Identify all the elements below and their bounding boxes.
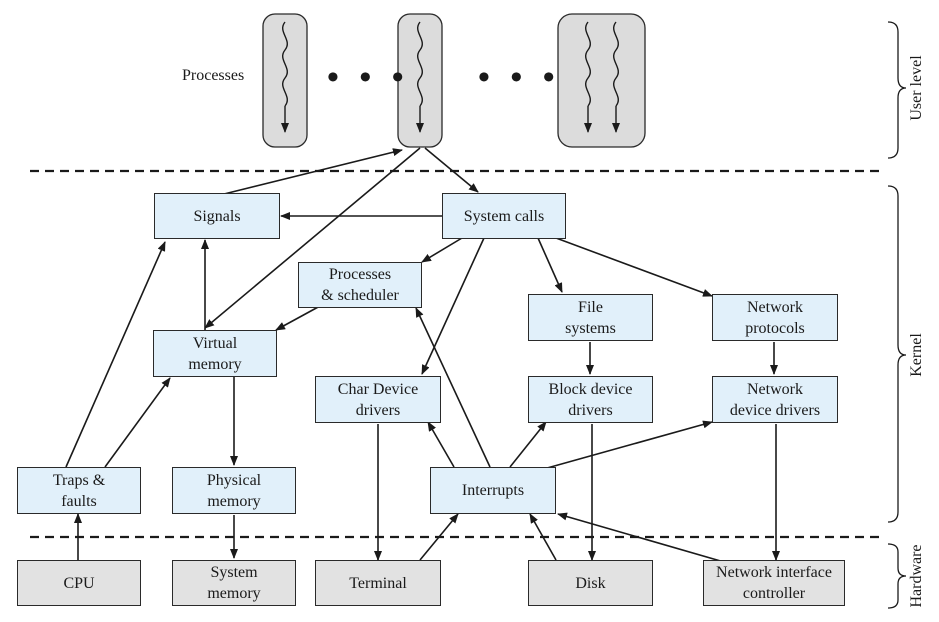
block-device-drivers-line-1: Block device bbox=[548, 380, 633, 398]
arrow-system-calls-to-file-systems bbox=[537, 237, 563, 293]
file-systems-line-1: File bbox=[578, 298, 603, 316]
virtual-memory-line-2: memory bbox=[188, 355, 242, 373]
file-systems-box: File systems bbox=[528, 294, 653, 341]
processes-scheduler-box: Processes & scheduler bbox=[298, 262, 422, 308]
processes-label: Processes bbox=[182, 67, 245, 84]
arrow-process-to-virtual-memory bbox=[204, 147, 421, 329]
char-device-drivers-box: Char Device drivers bbox=[315, 376, 441, 423]
signals-box: Signals bbox=[154, 193, 280, 239]
process-multi-thread bbox=[557, 13, 646, 148]
process-single-thread-1 bbox=[262, 13, 308, 148]
disk-label: Disk bbox=[575, 574, 606, 592]
network-device-drivers-box: Network device drivers bbox=[712, 376, 838, 423]
cpu-label: CPU bbox=[63, 574, 95, 592]
nic-line-1: Network interface bbox=[716, 564, 832, 581]
virtual-memory-line-1: Virtual bbox=[192, 334, 238, 352]
terminal-label: Terminal bbox=[349, 574, 407, 592]
char-device-drivers-line-2: drivers bbox=[355, 401, 401, 419]
arrow-interrupts-to-network-drivers bbox=[539, 420, 713, 471]
process-single-thread-2 bbox=[397, 13, 443, 148]
hardware-brace bbox=[887, 543, 907, 609]
char-device-drivers-line-1: Char Device bbox=[337, 380, 419, 398]
system-memory-line-2: memory bbox=[207, 585, 261, 602]
physical-memory-line-2: memory bbox=[207, 492, 261, 510]
virtual-memory-box: Virtual memory bbox=[153, 330, 277, 377]
processes-scheduler-line-2: & scheduler bbox=[321, 287, 399, 304]
arrow-interrupts-to-block-drivers bbox=[509, 421, 547, 468]
traps-faults-box: Traps & faults bbox=[17, 467, 141, 514]
cpu-box: CPU bbox=[17, 560, 141, 606]
system-memory-box: System memory bbox=[172, 560, 296, 606]
traps-faults-line-2: faults bbox=[61, 492, 97, 510]
network-protocols-box: Network protocols bbox=[712, 294, 838, 341]
interrupts-label: Interrupts bbox=[461, 482, 525, 499]
network-device-drivers-line-1: Network bbox=[747, 380, 803, 398]
network-protocols-line-2: protocols bbox=[745, 319, 805, 337]
signals-label: Signals bbox=[193, 207, 241, 225]
file-systems-line-2: systems bbox=[565, 319, 616, 337]
user-level-label: User level bbox=[908, 55, 925, 121]
ellipsis-right: • • • bbox=[478, 59, 561, 96]
arrow-process-to-system-calls bbox=[424, 147, 479, 193]
network-protocols-line-1: Network bbox=[747, 298, 803, 316]
arrow-system-calls-to-network-protocols bbox=[555, 237, 713, 297]
user-level-brace bbox=[887, 21, 907, 159]
disk-box: Disk bbox=[528, 560, 653, 606]
arrow-system-calls-to-char-drivers bbox=[421, 237, 485, 375]
arrow-traps-to-signals bbox=[65, 241, 166, 468]
arrow-traps-to-virtual-memory bbox=[104, 377, 171, 468]
arrow-nic-to-interrupts bbox=[557, 512, 725, 563]
hardware-label: Hardware bbox=[908, 544, 925, 608]
system-calls-label: System calls bbox=[463, 207, 545, 225]
arrow-signals-to-process bbox=[215, 148, 403, 197]
nic-box: Network interface controller bbox=[703, 560, 845, 606]
terminal-box: Terminal bbox=[315, 560, 441, 606]
kernel-brace bbox=[887, 185, 907, 523]
processes-scheduler-line-1: Processes bbox=[328, 266, 392, 283]
arrow-disk-to-interrupts bbox=[529, 513, 557, 561]
nic-line-2: controller bbox=[742, 585, 806, 602]
system-calls-box: System calls bbox=[442, 193, 566, 239]
block-device-drivers-line-2: drivers bbox=[568, 401, 613, 419]
interrupts-box: Interrupts bbox=[430, 467, 556, 514]
network-device-drivers-line-2: device drivers bbox=[729, 401, 821, 419]
arrow-interrupts-to-char-drivers bbox=[427, 421, 455, 468]
block-device-drivers-box: Block device drivers bbox=[528, 376, 653, 423]
arrow-processes-to-virtual-memory bbox=[275, 305, 321, 331]
system-memory-line-1: System bbox=[210, 564, 258, 581]
physical-memory-box: Physical memory bbox=[172, 467, 296, 514]
traps-faults-line-1: Traps & bbox=[52, 471, 106, 489]
physical-memory-line-1: Physical bbox=[206, 471, 262, 489]
ellipsis-left: • • • bbox=[327, 59, 410, 96]
kernel-label: Kernel bbox=[908, 333, 925, 377]
arrow-terminal-to-interrupts bbox=[419, 513, 459, 561]
arrow-system-calls-to-processes bbox=[421, 237, 463, 263]
arrow-interrupts-to-processes bbox=[415, 307, 491, 468]
